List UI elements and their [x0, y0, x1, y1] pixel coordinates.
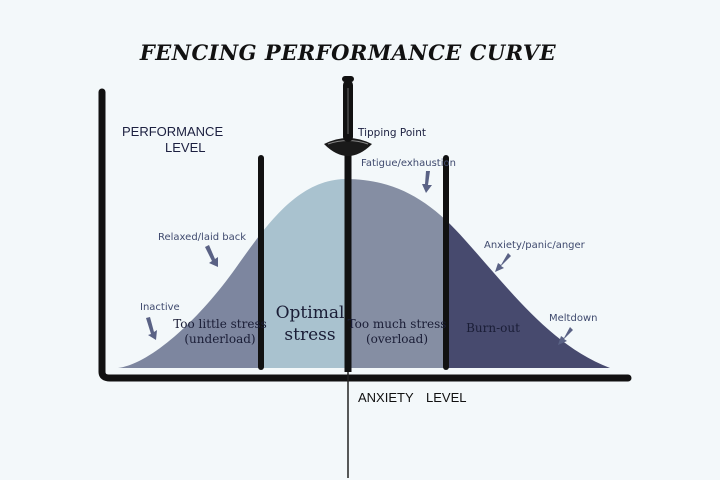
annotation-arrows: [146, 171, 573, 345]
optimal-label-line2: stress: [284, 325, 335, 345]
annotation-relaxed: Relaxed/laid back: [158, 232, 246, 243]
fencing-sword-icon: [324, 76, 372, 478]
underload-label-line1: Too little stress: [173, 317, 267, 331]
overload-zone: [350, 179, 447, 368]
divider-post-left: [258, 155, 264, 370]
x-axis-label-anxiety: ANXIETY: [358, 390, 414, 405]
arrow-relaxed-icon: [205, 245, 218, 267]
annotation-inactive: Inactive: [140, 302, 180, 313]
y-axis-label-line2: LEVEL: [165, 140, 205, 155]
axes: [98, 88, 632, 382]
overload-label-line1: Too much stress: [348, 317, 447, 331]
chart-title: FENCING PERFORMANCE CURVE: [139, 40, 557, 65]
annotation-fatigue: Fatigue/exhaustion: [361, 158, 456, 169]
overload-label-line2: (overload): [366, 332, 428, 346]
arrow-inactive-icon: [146, 317, 157, 340]
arrow-anxiety-icon: [495, 253, 511, 272]
optimal-label-line1: Optimal: [276, 303, 345, 323]
underload-label-line2: (underload): [184, 332, 255, 346]
y-axis-label-line1: PERFORMANCE: [122, 124, 223, 139]
divider-post-right: [443, 155, 449, 370]
burnout-zone: [447, 179, 610, 368]
annotation-meltdown: Meltdown: [549, 313, 597, 324]
x-axis-label-level: LEVEL: [426, 390, 466, 405]
bell-curve: [118, 179, 610, 368]
tipping-point-label: Tipping Point: [357, 127, 426, 139]
annotation-anxiety: Anxiety/panic/anger: [484, 240, 586, 251]
burnout-label: Burn-out: [466, 321, 520, 335]
arrow-fatigue-icon: [422, 171, 432, 193]
arrow-meltdown-icon: [558, 327, 573, 345]
